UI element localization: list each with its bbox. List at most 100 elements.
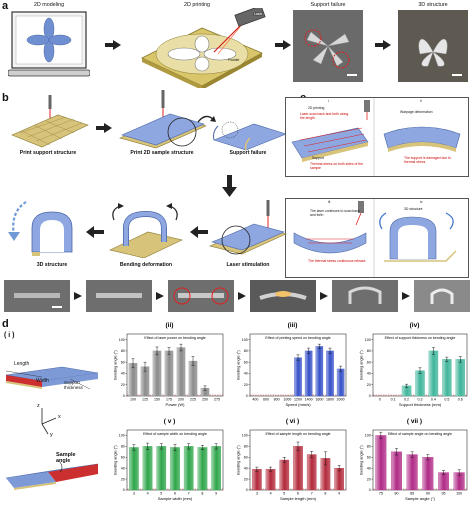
chart-xtick-label: 5	[283, 492, 285, 496]
chart-ytick-label: 80	[121, 445, 125, 449]
chart-xtick-label: 0	[379, 398, 381, 402]
chart-ylabel: Bending angle (°)	[114, 445, 118, 475]
chart-xlabel: Support thickness (mm)	[399, 402, 442, 407]
chart-bar	[334, 468, 344, 491]
chart-panel-label: ( vi )	[286, 418, 299, 425]
chart-bar	[188, 360, 198, 397]
chart-bar	[336, 368, 345, 397]
support-failure-photo	[293, 10, 363, 82]
chart-title: Effect of support thickness on bending a…	[385, 336, 456, 340]
label-support-failure: Support failure	[229, 150, 267, 156]
chart-bar	[252, 469, 262, 491]
chart-ytick-label: 0	[246, 488, 248, 492]
chart-xtick-label: 4	[147, 492, 149, 496]
chart-ytick-label: 80	[244, 349, 248, 353]
axis-triad	[41, 408, 57, 435]
c-iii-text-release: The thermal stress continuous release	[308, 259, 366, 263]
chart-bar	[326, 350, 334, 397]
label-i: ( i )	[4, 332, 15, 339]
chart-xtick-label: 0.3	[418, 398, 423, 402]
chart-xtick-label: 3	[256, 492, 258, 496]
support-structure-illustration	[11, 95, 89, 148]
dim-length: Length	[14, 361, 30, 367]
laser-stimulation-illustration	[209, 200, 287, 255]
chart-xtick-label: 0.2	[404, 398, 409, 402]
sample-angle-illustration	[5, 461, 99, 490]
panel-label-b: b	[2, 92, 9, 104]
arrow-left-b-1	[86, 226, 104, 238]
label-print-2d-sample: Print 2D sample structure	[130, 150, 194, 156]
photo-sequence-strip	[4, 280, 470, 312]
chart-xtick-label: 7	[188, 492, 190, 496]
chart-xtick-label: 0.6	[458, 398, 463, 402]
c-ii-text-warpage: Warpage deformation	[400, 110, 433, 114]
chart-bar	[422, 457, 434, 491]
chart-title: Effect of laser power on bending angle	[144, 336, 205, 340]
powder-tag: Powder	[228, 58, 240, 62]
chart-xtick-label: 8	[201, 492, 203, 496]
arrow-right-3	[375, 40, 391, 50]
chart-bar	[279, 459, 290, 491]
chart-xtick-label: 85	[410, 492, 414, 496]
chart-panel-label: (iv)	[410, 322, 420, 329]
label-laser-stimulation: Laser stimulation	[226, 262, 270, 268]
chart-bar	[294, 357, 302, 397]
chart-ytick-label: 100	[242, 434, 248, 438]
chart-bar	[438, 472, 449, 491]
sample-dimension-illustration	[5, 366, 99, 390]
chart-plot-frame	[372, 429, 468, 491]
chart-xtick-label: 100	[456, 492, 462, 496]
chart-xtick-label: 1400	[305, 398, 313, 402]
arrow-down-b	[222, 175, 237, 197]
chart-panel-label: ( vii )	[407, 418, 422, 425]
chart-xtick-label: 600	[263, 398, 269, 402]
chart-xtick-label: 125	[142, 398, 148, 402]
chart-ytick-label: 100	[242, 338, 248, 342]
chart-ylabel: Bending angle (°)	[237, 445, 241, 475]
chart-xtick-label: 225	[190, 398, 196, 402]
chart-xtick-label: 0.5	[444, 398, 449, 402]
chart-bar	[142, 446, 153, 491]
panel-label-d: d	[2, 318, 9, 330]
chart-ytick-label: 40	[367, 372, 371, 376]
chart-xtick-label: 6	[297, 492, 299, 496]
axis-x: x	[58, 414, 61, 420]
chart-bar	[306, 454, 317, 491]
chart-bar	[455, 359, 466, 397]
chart-ytick-label: 60	[121, 360, 125, 364]
printing-bed-illustration	[141, 8, 266, 88]
chart-bar	[428, 350, 439, 397]
chart-xlabel: Sample width (mm)	[158, 496, 193, 501]
chart-ytick-label: 80	[121, 349, 125, 353]
step-label-2d-modeling: 2D modeling	[33, 2, 65, 8]
chart-ytick-label: 60	[367, 455, 371, 459]
chart-bar	[442, 359, 452, 397]
chart-bar	[128, 363, 138, 397]
chart-xtick-label: 7	[311, 492, 313, 496]
c-iii-text-laser-continues: The laser continues to scan back and for…	[310, 209, 360, 217]
chart-xtick-label: 1200	[294, 398, 302, 402]
chart-xtick-label: 75	[379, 492, 383, 496]
chart-ylabel: Bending angle (°)	[114, 350, 118, 380]
chart-ytick-label: 20	[244, 477, 248, 481]
chart-ytick-label: 100	[119, 338, 125, 342]
chart-panel-label: (iii)	[288, 322, 298, 329]
chart-bar	[156, 446, 167, 491]
chart-xtick-label: 1800	[326, 398, 334, 402]
chart-ytick-label: 100	[365, 338, 371, 342]
chart-title: Effect of sample angle on bending angle	[388, 432, 452, 436]
arrow-right-1	[105, 40, 121, 50]
label-bending-deformation: Bending deformation	[119, 262, 173, 268]
chart-xtick-label: 95	[442, 492, 446, 496]
chart-bar	[265, 469, 276, 491]
chart-xtick-label: 9	[338, 492, 340, 496]
panel-label-a: a	[2, 0, 9, 12]
chart-ytick-label: 0	[123, 488, 125, 492]
chart-xtick-label: 80	[395, 492, 399, 496]
chart-xlabel: Speed (mm/s)	[285, 402, 311, 407]
roman-ii: ii	[420, 99, 422, 103]
2d-sample-illustration	[119, 90, 207, 149]
step-label-2d-printing: 2D printing	[183, 2, 211, 8]
chart-ytick-label: 20	[367, 383, 371, 387]
